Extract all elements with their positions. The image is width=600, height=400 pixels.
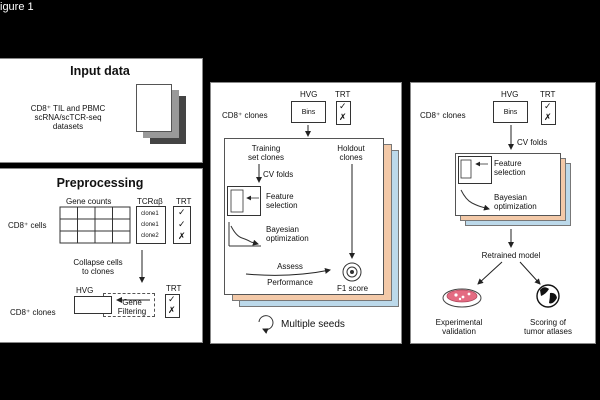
training-hvg-label: HVG (300, 90, 318, 99)
checkpoint-trt-box (541, 101, 556, 125)
training-cd8-clones-label: CD8⁺ clones (222, 111, 268, 120)
tcr-box (136, 206, 166, 244)
gene-counts-label: Gene counts (66, 197, 112, 206)
cd8-clones-label: CD8⁺ clones (10, 308, 56, 317)
checkpoint-bayesian-line-2: optimization (494, 202, 537, 211)
assess-line-1: Assess (277, 262, 303, 271)
trt-cross: ✗ (178, 231, 186, 241)
training-bins-label: Bins (301, 109, 316, 116)
dataset-stack-front (136, 84, 172, 132)
input-description-line-2: scRNA/scTCR-seq (34, 113, 102, 122)
checkpoint-cd8-clones-label: CD8⁺ clones (420, 111, 466, 120)
checkpoint-bayesian-icon (460, 189, 490, 211)
trt-box-2 (165, 294, 180, 318)
feature-selection-line-2: selection (266, 201, 298, 210)
trt-label: TRT (176, 197, 192, 206)
checkpoint-arrow-right (519, 261, 541, 285)
training-bins-box (291, 101, 326, 123)
trt-check: ✓ (178, 207, 186, 217)
gene-counts-matrix (59, 206, 131, 244)
checkpoint-bins-box (493, 101, 528, 123)
checkpoint-bayesian-line-1: Bayesian (494, 193, 527, 202)
input-description-line-1: CD8⁺ TIL and PBMC (30, 104, 106, 113)
experimental-line-1: Experimental (435, 318, 483, 327)
training-trt-label: TRT (335, 90, 351, 99)
petri-dish-icon (442, 288, 482, 308)
training-set-line-2: set clones (247, 153, 285, 162)
model-checkpoint-title: Model checkpoint (455, 64, 561, 78)
multiple-seeds-label: Multiple seeds (281, 319, 345, 330)
trt-label-2: TRT (166, 284, 182, 293)
checkpoint-hvg-label: HVG (501, 90, 519, 99)
f1-score-label: F1 score (337, 284, 369, 293)
checkpoint-feature-selection-line-1: Feature (494, 159, 522, 168)
clone-label: clone2 (141, 233, 159, 239)
feature-selection-icon (227, 186, 261, 216)
clone-label: clone1 (141, 211, 159, 217)
training-trt-cross: ✗ (339, 112, 347, 122)
training-cv-folds-label: CV folds (263, 170, 294, 179)
checkpoint-trt-check: ✓ (544, 101, 552, 111)
checkpoint-feature-selection-line-2: selection (494, 168, 526, 177)
checkpoint-bins-label: Bins (503, 109, 518, 116)
clone-label: clone1 (141, 222, 159, 228)
assess-arrow (245, 268, 331, 276)
checkpoint-cv-folds-label: CV folds (517, 138, 548, 147)
checkpoint-trt-cross: ✗ (544, 112, 552, 122)
trt-check: ✓ (178, 219, 186, 229)
gene-filtering-line-2: Filtering (117, 307, 147, 316)
trt-cross: ✗ (168, 305, 176, 315)
target-icon (342, 262, 362, 282)
refresh-icon (258, 315, 274, 334)
bayesian-curve-icon (228, 222, 261, 247)
training-set-line-1: Training (251, 144, 281, 153)
input-data-title: Input data (70, 64, 130, 78)
scoring-line-2: tumor atlases (523, 327, 573, 336)
hvg-matrix (74, 296, 112, 314)
bayesian-line-2: optimization (266, 234, 309, 243)
cd8-cells-label: CD8⁺ cells (8, 221, 47, 230)
checkpoint-feature-mini (460, 159, 488, 179)
feature-selection-line-1: Feature (266, 192, 294, 201)
preprocessing-title: Preprocessing (56, 176, 144, 190)
figure-label: igure 1 (0, 1, 34, 13)
trt-box (173, 206, 191, 244)
feature-selection-mini (230, 189, 259, 213)
bayesian-line-1: Bayesian (266, 225, 299, 234)
checkpoint-arrow-left (477, 261, 503, 285)
trt-check: ✓ (168, 294, 176, 304)
experimental-line-2: validation (442, 327, 476, 336)
collapse-label-line-2: to clones (81, 267, 115, 276)
cv-card-front (224, 138, 384, 295)
checkpoint-trt-label: TRT (540, 90, 556, 99)
gene-filtering-line-1: Gene (122, 298, 142, 307)
retrained-model-label: Retrained model (481, 251, 541, 260)
training-trt-box (336, 101, 351, 125)
collapse-label-line-1: Collapse cells (73, 258, 123, 267)
globe-icon (536, 284, 560, 308)
hvg-label: HVG (76, 286, 94, 295)
input-description-line-3: datasets (52, 122, 84, 131)
checkpoint-feature-selection-icon (458, 156, 492, 184)
holdout-line-1: Holdout (337, 144, 365, 153)
model-training-title: Model training (263, 64, 349, 78)
tcr-label: TCRαβ (137, 197, 163, 206)
training-trt-check: ✓ (339, 101, 347, 111)
assess-line-2: Performance (267, 278, 313, 287)
scoring-line-1: Scoring of (529, 318, 567, 327)
holdout-line-2: clones (339, 153, 363, 162)
